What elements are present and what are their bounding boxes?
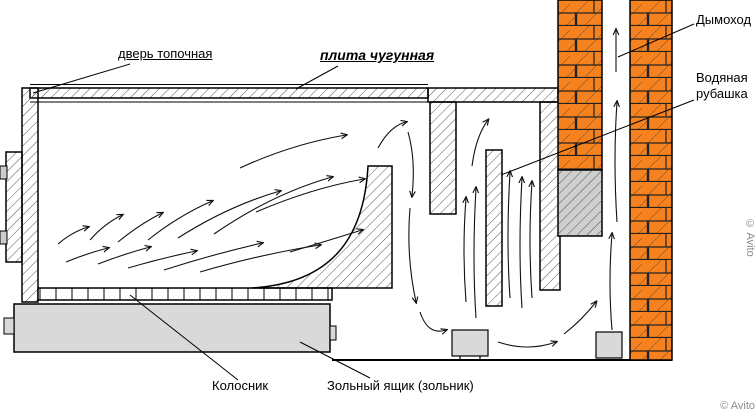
leader-plate	[295, 65, 339, 90]
watermark-corner: © Avito	[720, 400, 755, 412]
water-jacket-plate	[485, 149, 503, 307]
cleanout-box-left	[451, 329, 489, 361]
leader-ash-box	[299, 341, 371, 379]
label-water-jacket: Водяная рубашка	[696, 70, 748, 102]
furnace-door	[0, 151, 23, 263]
left-wall	[21, 87, 39, 303]
cast-iron-plate	[29, 84, 429, 103]
leader-chimney	[617, 23, 695, 58]
stove-structure	[0, 0, 673, 361]
watermark-side: © Avito	[744, 218, 756, 257]
label-ash-box: Зольный ящик (зольник)	[327, 378, 474, 393]
label-cast-iron-plate: плита чугунная	[320, 47, 435, 63]
back-wall-curve	[251, 165, 393, 289]
leader-lines	[32, 23, 695, 381]
cleanout-box-right	[595, 331, 623, 359]
top-right-section	[427, 87, 559, 103]
flow-arrows	[57, 30, 617, 348]
ash-box	[3, 303, 337, 353]
label-furnace-door: дверь топочная	[118, 46, 213, 61]
leader-grate	[129, 294, 239, 381]
leader-door	[32, 63, 131, 94]
label-chimney: Дымоход	[696, 12, 752, 27]
grate	[37, 287, 333, 301]
label-grate: Колосник	[212, 378, 269, 393]
brick-column-right	[629, 0, 673, 361]
leader-water-jacket	[500, 99, 695, 176]
baffle-wall	[429, 101, 457, 215]
stove-right-wall	[539, 101, 561, 291]
brick-column-left	[557, 0, 603, 237]
